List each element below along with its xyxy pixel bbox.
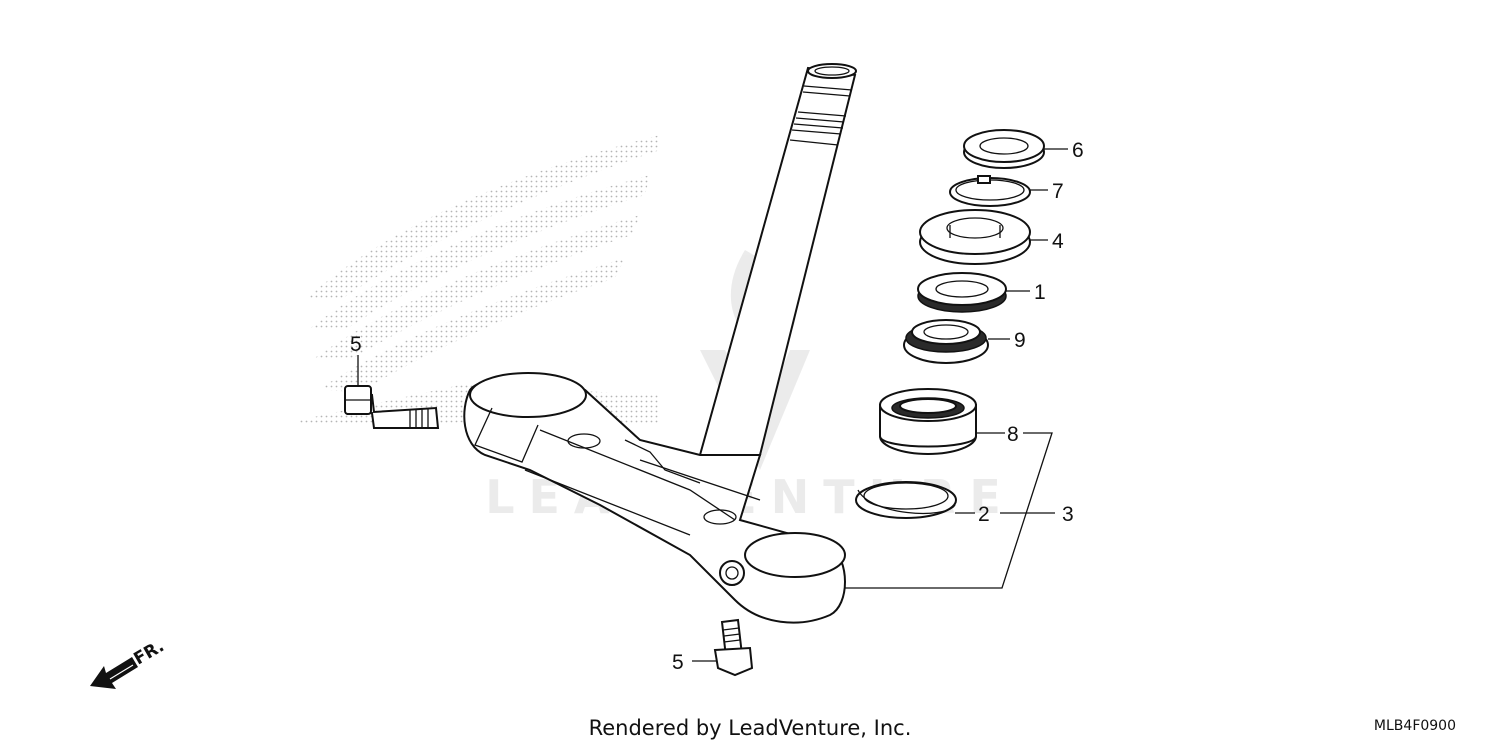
callout-9: 9 (1014, 329, 1026, 352)
render-credit: Rendered by LeadVenture, Inc. (588, 716, 912, 740)
part-1-dust-seal (917, 272, 1007, 313)
callout-8: 8 (1007, 423, 1019, 446)
leader-lines (357, 148, 1068, 662)
part-9-bearing (903, 319, 989, 364)
flange-bolt-left (344, 385, 440, 429)
callout-3: 3 (1062, 503, 1074, 526)
callout-7: 7 (1052, 180, 1064, 203)
part-6-lock-nut (963, 129, 1045, 169)
steering-stem (698, 63, 857, 456)
callout-labels: 6 7 4 1 9 8 2 3 5 5 (350, 139, 1084, 674)
lower-triple-clamp (463, 372, 846, 624)
callout-5-bottom: 5 (672, 651, 684, 674)
callout-1: 1 (1034, 281, 1046, 304)
part-4-adjusting-nut (919, 209, 1031, 265)
part-2-dust-seal (855, 481, 957, 519)
callout-2: 2 (978, 503, 990, 526)
callout-4: 4 (1052, 230, 1064, 253)
flange-bolt-bottom (713, 618, 754, 677)
part-7-lock-washer (949, 175, 1031, 207)
callout-6: 6 (1072, 139, 1084, 162)
diagram-code: MLB4F0900 (1373, 718, 1456, 734)
part-8-bearing-race (879, 388, 977, 455)
front-direction-arrow: FR. (90, 636, 168, 689)
callout-5-left: 5 (350, 333, 362, 356)
